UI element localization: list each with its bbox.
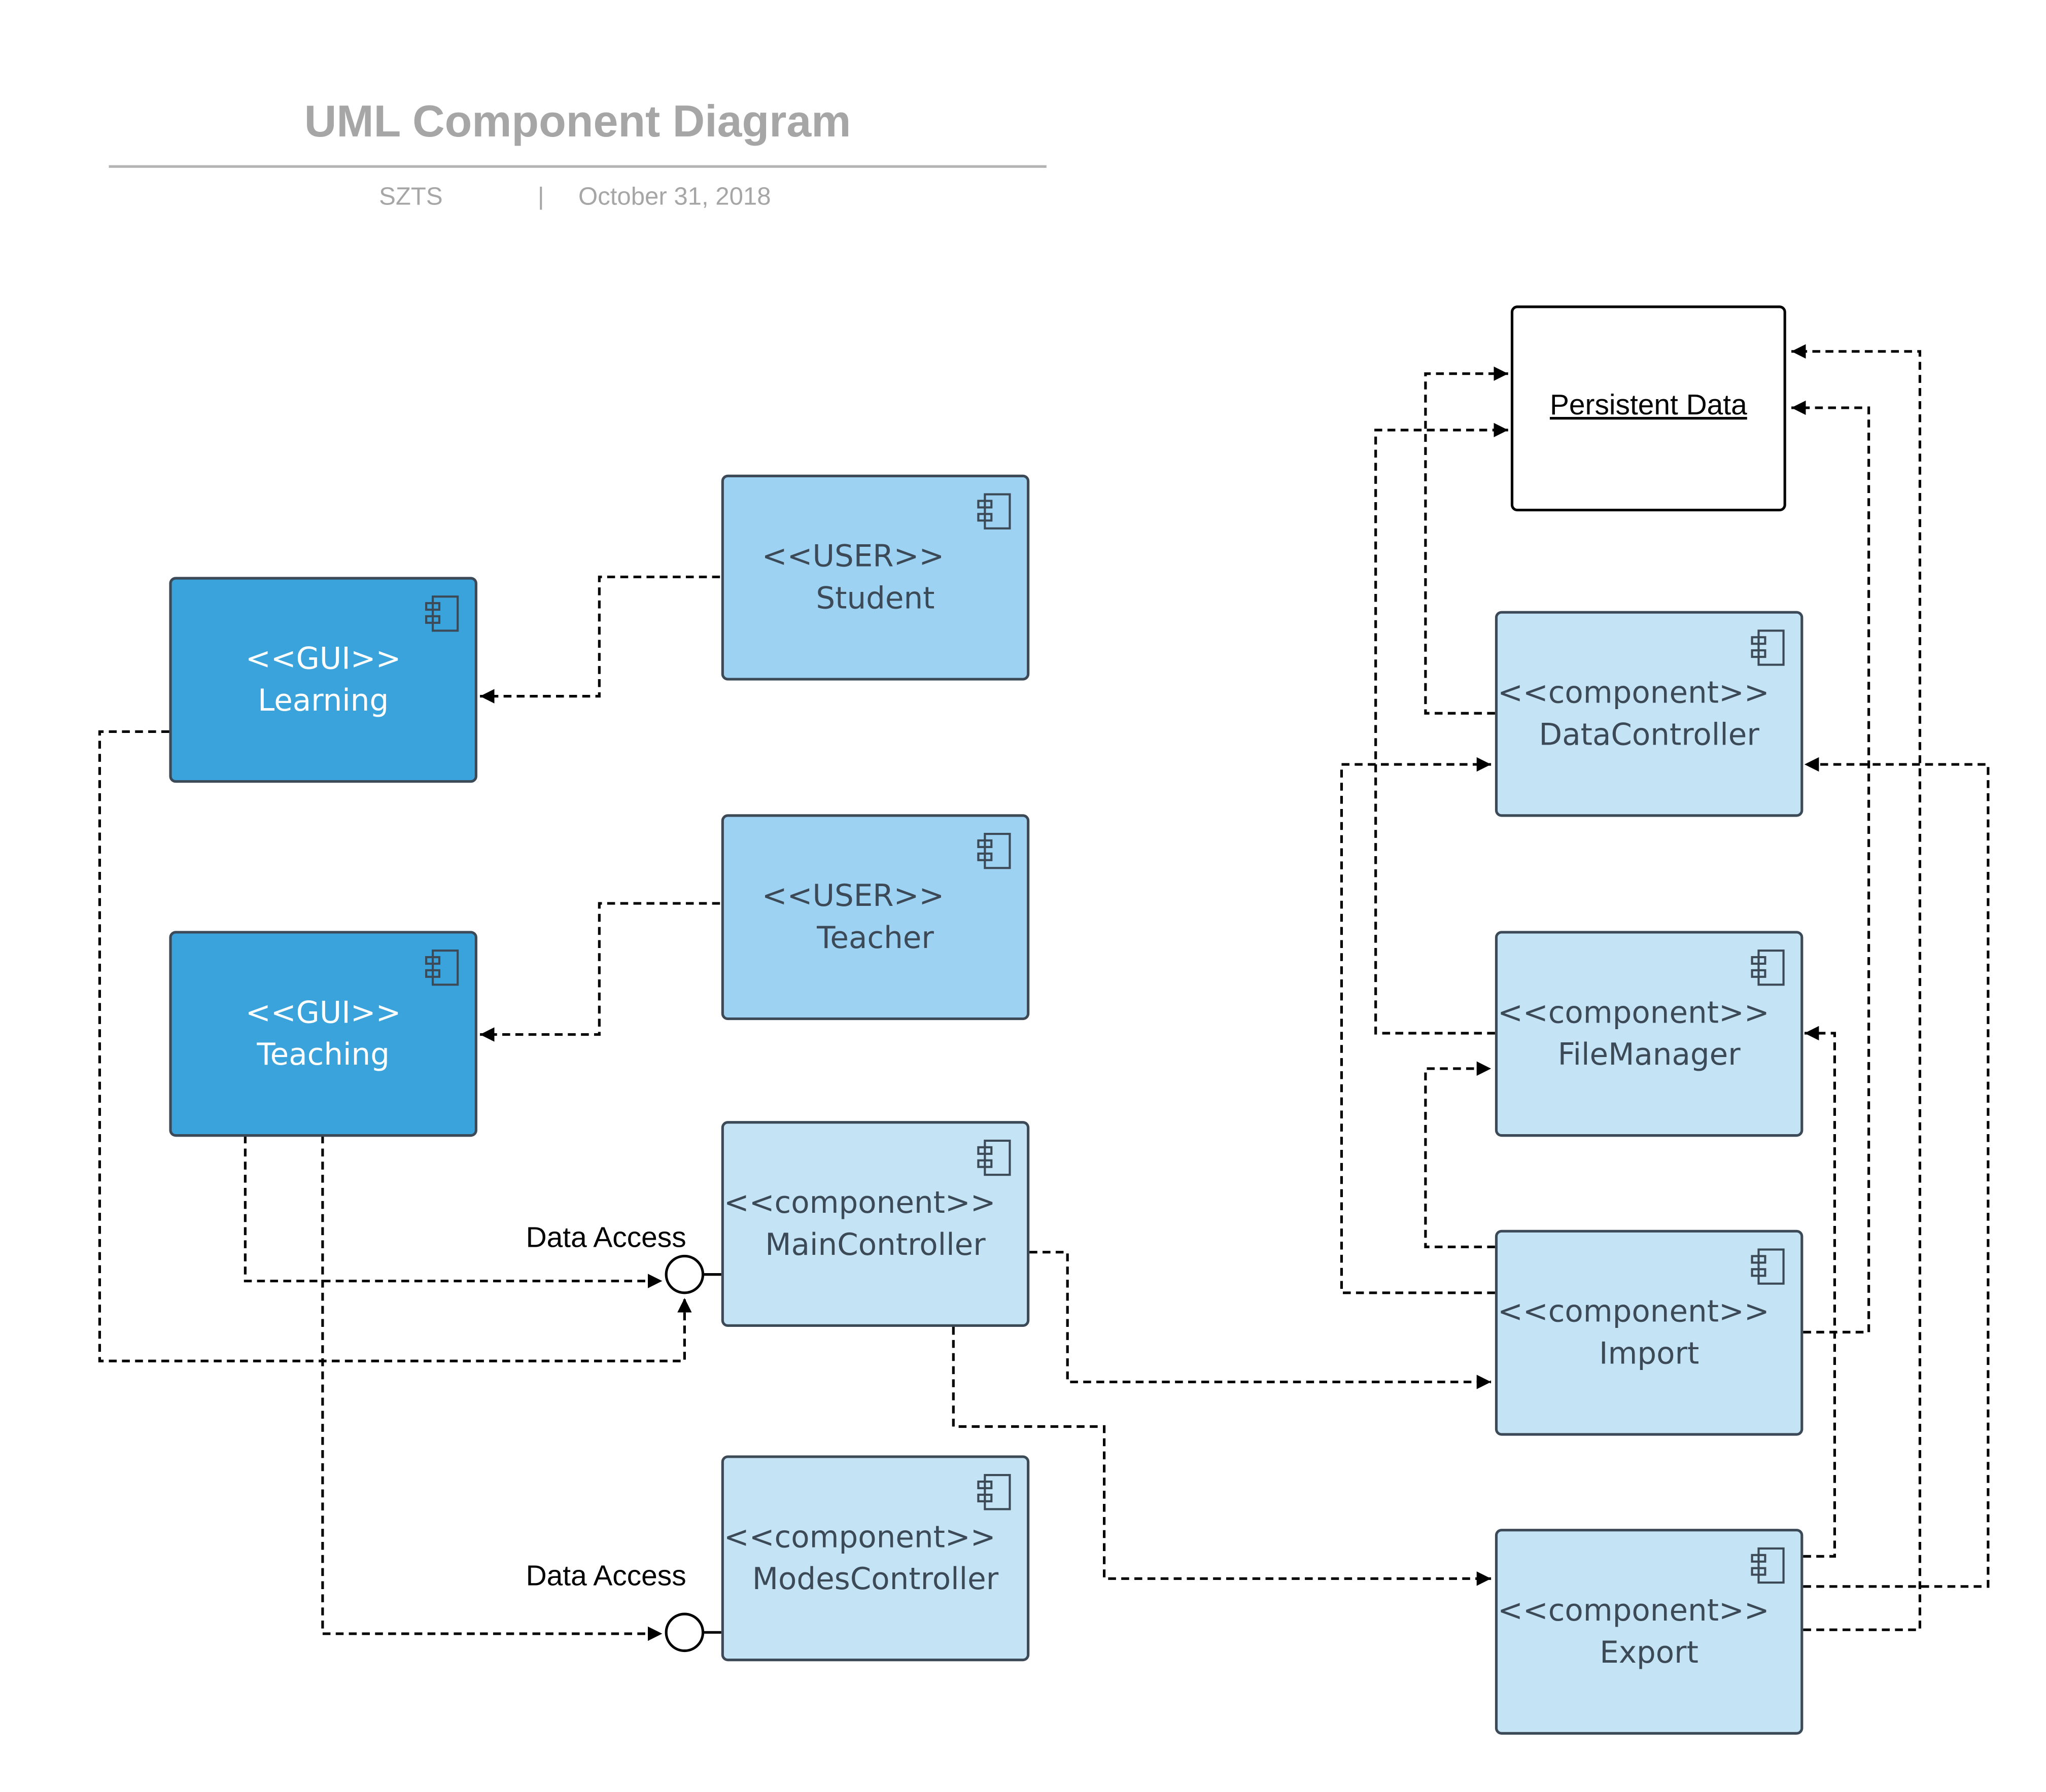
- date-label: October 31, 2018: [578, 183, 771, 212]
- connector-teaching-dataaccess: [244, 1135, 663, 1288]
- connector-datacontroller-persistent-a: [1424, 366, 1508, 715]
- connector-student-learning: [480, 575, 720, 704]
- author-label: SZTS: [379, 183, 443, 212]
- stereotype-label: <<component>>: [723, 1186, 996, 1220]
- component-icon: [1751, 950, 1785, 986]
- component-teacher[interactable]: <<USER>> Teacher: [721, 814, 1030, 1021]
- component-name: Import: [1599, 1337, 1700, 1371]
- connector-filemanager-persistent: [1374, 423, 1508, 1035]
- connector-import-persistent: [1791, 400, 1870, 1333]
- component-name: ModesController: [752, 1562, 999, 1597]
- component-icon: [425, 595, 459, 632]
- connector-main-import: [1029, 1251, 1492, 1389]
- stereotype-label: <<GUI>>: [246, 642, 401, 676]
- component-main-controller[interactable]: <<component>> MainController: [721, 1121, 1030, 1327]
- component-icon: [977, 832, 1011, 869]
- connector-export-persistent: [1791, 344, 1922, 1631]
- interface-lollipop-main: [665, 1254, 705, 1294]
- interface-lollipop-modes: [665, 1612, 705, 1653]
- component-icon: [977, 1139, 1011, 1176]
- component-data-controller[interactable]: <<component>> DataController: [1495, 611, 1804, 817]
- stereotype-label: <<USER>>: [761, 539, 945, 574]
- connector-teaching-modes-dataaccess: [321, 1135, 663, 1641]
- component-name: Student: [816, 581, 935, 616]
- meta-separator: |: [537, 183, 544, 212]
- component-file-manager[interactable]: <<component>> FileManager: [1495, 931, 1804, 1137]
- component-icon: [1751, 1248, 1785, 1285]
- stereotype-label: <<component>>: [1498, 676, 1770, 710]
- persistent-data-label: Persistent Data: [1549, 388, 1747, 421]
- component-name: DataController: [1539, 718, 1759, 752]
- component-student[interactable]: <<USER>> Student: [721, 474, 1030, 681]
- stereotype-label: <<USER>>: [761, 879, 945, 913]
- connector-import-filemanager: [1424, 1061, 1495, 1248]
- diagram-title: UML Component Diagram: [304, 97, 851, 147]
- connector-import-datacontroller: [1340, 757, 1495, 1294]
- stereotype-label: <<GUI>>: [246, 996, 401, 1030]
- component-modes-controller[interactable]: <<component>> ModesController: [721, 1455, 1030, 1662]
- component-learning[interactable]: <<GUI>> Learning: [169, 577, 477, 783]
- component-name: Teaching: [257, 1038, 390, 1072]
- component-icon: [425, 950, 459, 986]
- component-icon: [1751, 1547, 1785, 1584]
- title-divider: [109, 165, 1047, 168]
- component-import[interactable]: <<component>> Import: [1495, 1229, 1804, 1436]
- stereotype-label: <<component>>: [1498, 996, 1770, 1030]
- connector-learning-dataaccess: [98, 730, 692, 1362]
- component-icon: [977, 493, 1011, 530]
- stereotype-label: <<component>>: [1498, 1594, 1770, 1628]
- connector-main-export: [952, 1327, 1492, 1586]
- component-name: Learning: [258, 684, 389, 718]
- connector-teacher-teaching: [480, 902, 720, 1042]
- component-name: FileManager: [1557, 1038, 1741, 1072]
- component-name: Teacher: [817, 921, 934, 956]
- connector-export-datacontroller: [1803, 757, 1990, 1588]
- stereotype-label: <<component>>: [1498, 1294, 1770, 1329]
- component-icon: [1751, 629, 1785, 666]
- connector-export-filemanager: [1803, 1026, 1836, 1558]
- component-export[interactable]: <<component>> Export: [1495, 1529, 1804, 1735]
- component-icon: [977, 1474, 1011, 1510]
- interface-label-modes: Data Access: [526, 1559, 686, 1592]
- component-name: Export: [1600, 1635, 1698, 1670]
- component-teaching[interactable]: <<GUI>> Teaching: [169, 931, 477, 1137]
- persistent-data[interactable]: Persistent Data: [1510, 305, 1786, 512]
- interface-label-main: Data Access: [526, 1220, 686, 1254]
- stereotype-label: <<component>>: [723, 1520, 996, 1555]
- component-name: MainController: [765, 1227, 986, 1262]
